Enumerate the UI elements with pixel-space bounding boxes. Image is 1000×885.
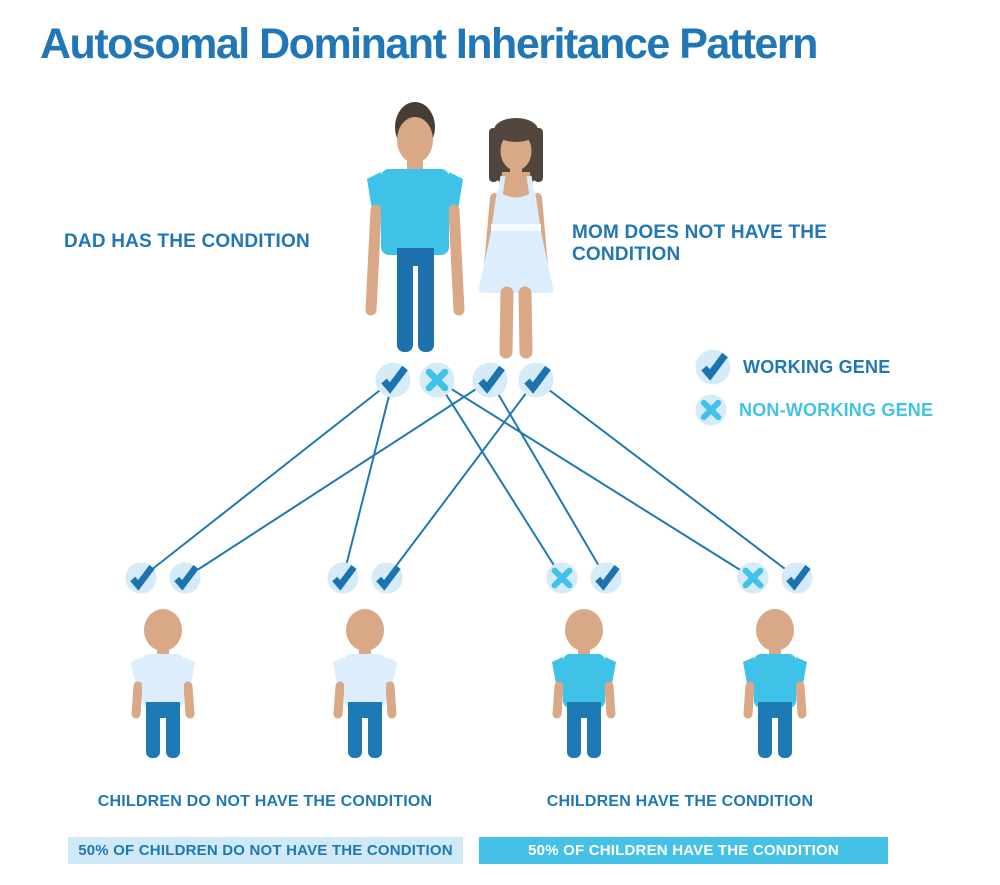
stat-bar-50-percent-without: 50% OF CHILDREN DO NOT HAVE THE CONDITIO… bbox=[68, 837, 463, 864]
dad-figure bbox=[365, 102, 465, 352]
legend-label-working: WORKING GENE bbox=[743, 356, 891, 377]
child-3-figure bbox=[552, 609, 616, 758]
child-4-gene-1-icon bbox=[737, 562, 769, 594]
child-3-gene-1-icon bbox=[546, 562, 578, 594]
child-4-gene-2-icon bbox=[781, 562, 813, 594]
inheritance-lines bbox=[140, 379, 798, 579]
legend-row-nonworking: NON-WORKING GENE bbox=[694, 393, 933, 427]
caption-children-with-condition: CHILDREN HAVE THE CONDITION bbox=[546, 793, 814, 810]
child-2-gene-2-icon bbox=[371, 562, 403, 594]
child-1-gene-1-icon bbox=[125, 562, 157, 594]
dad-gene-2-icon bbox=[419, 362, 455, 398]
mom-figure bbox=[478, 118, 554, 359]
stat-bar-50-percent-with: 50% OF CHILDREN HAVE THE CONDITION bbox=[479, 837, 888, 864]
legend: WORKING GENE NON-WORKING GENE bbox=[694, 348, 933, 427]
child-3-gene-2-icon bbox=[590, 562, 622, 594]
child-2-gene-1-icon bbox=[327, 562, 359, 594]
page-title: Autosomal Dominant Inheritance Pattern bbox=[40, 20, 818, 68]
legend-row-working: WORKING GENE bbox=[694, 348, 933, 386]
child-4-figure bbox=[743, 609, 807, 758]
child-2-figure bbox=[333, 609, 397, 758]
mom-label: MOM DOES NOT HAVE THE CONDITION bbox=[572, 222, 828, 265]
mom-gene-1-icon bbox=[472, 362, 508, 398]
working-gene-icon bbox=[695, 349, 731, 385]
child-1-figure bbox=[131, 609, 195, 758]
dad-label: DAD HAS THE CONDITION bbox=[64, 231, 310, 252]
legend-label-nonworking: NON-WORKING GENE bbox=[739, 399, 934, 420]
mom-gene-2-icon bbox=[518, 362, 554, 398]
caption-children-without-condition: CHILDREN DO NOT HAVE THE CONDITION bbox=[97, 793, 433, 810]
nonworking-gene-icon bbox=[695, 394, 727, 426]
dad-gene-1-icon bbox=[375, 362, 411, 398]
child-1-gene-2-icon bbox=[169, 562, 201, 594]
